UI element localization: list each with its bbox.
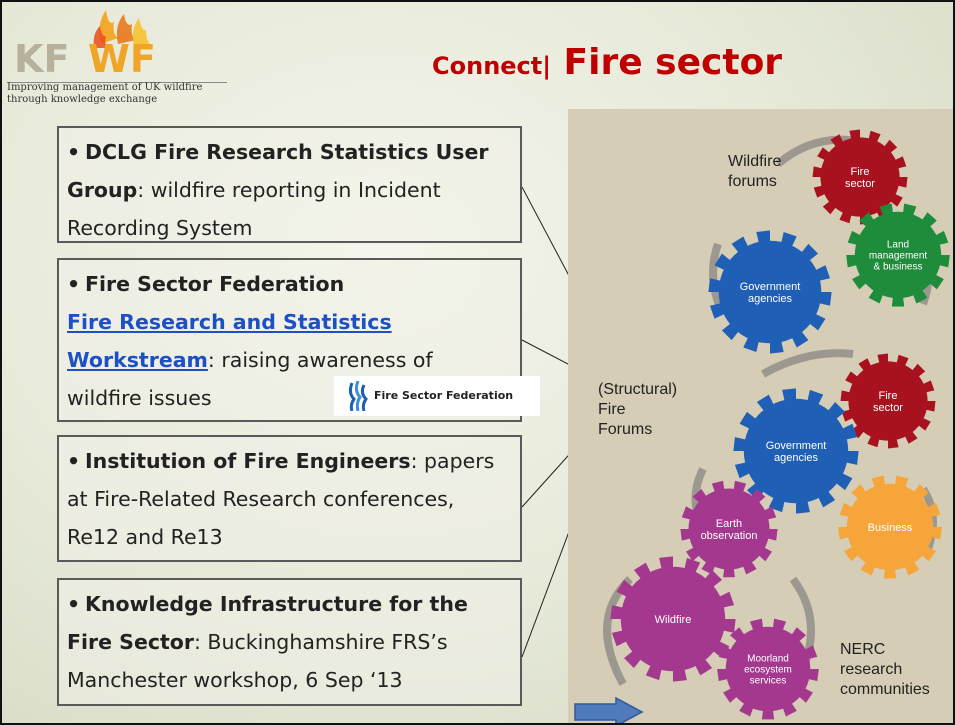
gear-land-line: & business xyxy=(874,262,923,273)
bullet: • xyxy=(67,592,81,616)
gear-gov-top-line: agencies xyxy=(748,293,793,305)
gear-business-label: Business xyxy=(868,522,913,534)
gear-business-line: Business xyxy=(868,522,913,534)
gear-business: Business xyxy=(838,475,942,579)
box-knowledge-infrastructure: •Knowledge Infrastructure for the Fire S… xyxy=(57,578,522,706)
gear-fire-sector-top-line: Fire xyxy=(851,166,870,178)
gear-earth-line: observation xyxy=(701,530,758,542)
wildfire-forums-line-1: Wildfire xyxy=(728,153,781,170)
gear-wildfire: Wildfire xyxy=(610,556,736,682)
box-dclg-text: : wildfire reporting in Incident Recordi… xyxy=(67,178,441,240)
fsf-logo-text: Fire Sector Federation xyxy=(374,389,514,402)
box-fsf: •Fire Sector Federation Fire Research an… xyxy=(57,258,540,422)
gear-moorland-body xyxy=(725,626,811,712)
structural-fire-forums-label: (Structural) Fire Forums xyxy=(598,381,682,438)
wildfire-forums-label: Wildfire forums xyxy=(728,153,786,190)
structural-line-3: Forums xyxy=(598,421,652,438)
title-fire-sector: Fire sector xyxy=(551,42,783,83)
bullet: • xyxy=(67,272,81,296)
gear-land-body xyxy=(854,211,942,299)
flame-logo-icon: KF WF xyxy=(14,10,156,81)
gear-fire-sector-mid-line: sector xyxy=(873,402,903,414)
gear-wildfire-line: Wildfire xyxy=(655,614,692,626)
gear-gov-mid-body xyxy=(743,398,849,504)
gear-fire-sector-mid-line: Fire xyxy=(879,390,898,402)
nerc-line-3: communities xyxy=(840,681,930,698)
box-dclg: •DCLG Fire Research Statistics User Grou… xyxy=(57,126,522,243)
gear-land-line: Land xyxy=(887,240,909,251)
bullet: • xyxy=(67,140,81,164)
next-arrow-icon xyxy=(574,697,644,723)
gear-earth-line: Earth xyxy=(716,518,742,530)
bullet: • xyxy=(67,449,81,473)
box-ki-text: : Buckinghamshire FRS’s Manchester works… xyxy=(67,630,448,692)
gear-gov-mid-line: agencies xyxy=(774,452,819,464)
flow-arrow xyxy=(761,349,854,378)
gear-land-line: management xyxy=(869,251,928,262)
fsf-flame-icon xyxy=(348,381,368,411)
box-fsf-heading: Fire Sector Federation xyxy=(85,272,345,296)
gear-business-body xyxy=(846,483,934,571)
gear-fire-sector-top-line: sector xyxy=(845,178,875,190)
logo-tagline: Improving management of UK wildfire thro… xyxy=(7,82,227,106)
structural-line-2: Fire xyxy=(598,401,626,418)
fire-sector-federation-logo: Fire Sector Federation xyxy=(334,376,540,416)
gear-wildfire-body xyxy=(620,566,726,672)
box-ife-text: : papers at Fire-Related Research confer… xyxy=(67,449,495,549)
structural-line-1: (Structural) xyxy=(598,381,677,398)
nerc-label: NERC research communities xyxy=(840,641,930,698)
gear-gov-top-line: Government xyxy=(740,281,801,293)
kfwf-logo: KF WF xyxy=(6,4,166,89)
nerc-line-2: research xyxy=(840,661,902,678)
box-fsf-text: : raising awareness of wildfire issues xyxy=(67,348,433,410)
box-ki-heading: Knowledge Infrastructure for the Fire Se… xyxy=(67,592,468,654)
tagline-line-1: Improving management of UK wildfire xyxy=(7,82,203,93)
logo-wf-text: WF xyxy=(88,37,156,81)
gear-fire-sector-mid-body xyxy=(848,361,928,441)
fire-research-workstream-link[interactable]: Fire Research and Statistics Workstream xyxy=(67,310,392,372)
gear-gov-top-body xyxy=(718,240,822,344)
gear-fire-sector-top-body xyxy=(820,137,900,217)
nerc-line-1: NERC xyxy=(840,641,885,658)
gear-moorland-line: ecosystem xyxy=(744,665,792,676)
tagline-line-2: through knowledge exchange xyxy=(7,94,158,105)
gear-earth-body xyxy=(688,488,770,570)
logo-kf-text: KF xyxy=(14,37,69,81)
box-ife: •Institution of Fire Engineers: papers a… xyxy=(57,435,522,562)
logo-divider xyxy=(7,82,227,83)
box-ife-heading: Institution of Fire Engineers xyxy=(85,449,411,473)
gear-moorland-line: services xyxy=(750,676,787,687)
box-dclg-heading: DCLG Fire Research Statistics User Group xyxy=(67,140,489,202)
title-connect: Connect| xyxy=(432,52,552,80)
gear-gov-mid-line: Government xyxy=(766,440,827,452)
gear-moorland-line: Moorland xyxy=(747,654,789,665)
slide-title: Connect| Fire sector xyxy=(432,42,782,83)
wildfire-forums-line-2: forums xyxy=(728,173,777,190)
gear-wildfire-label: Wildfire xyxy=(655,614,692,626)
